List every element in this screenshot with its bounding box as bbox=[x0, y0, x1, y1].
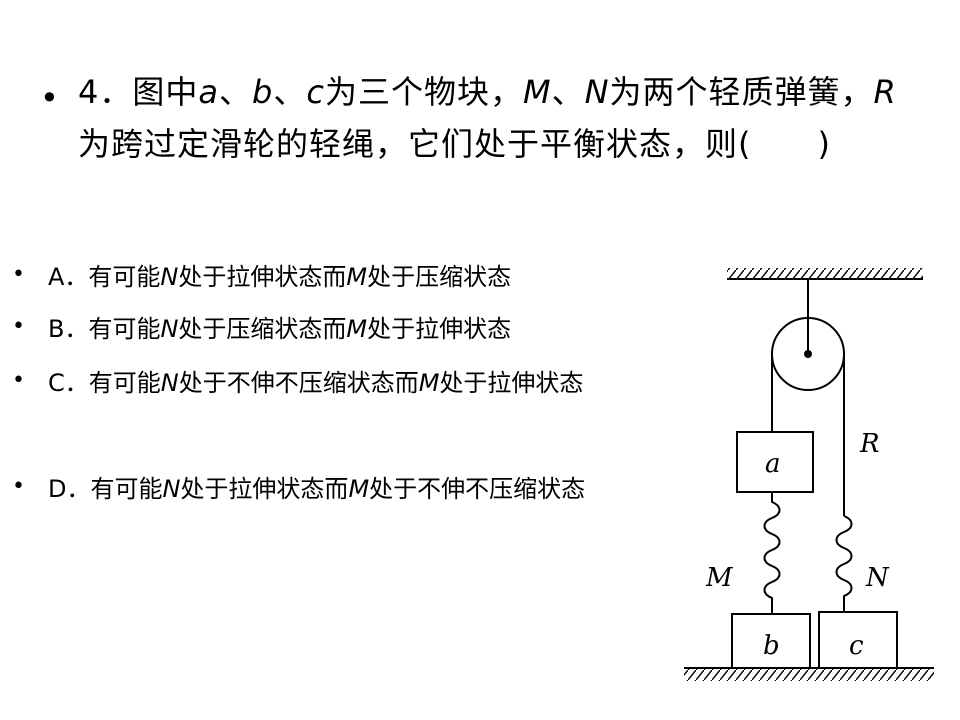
question-text: 4．图中a、b、c为三个物块，M、N为两个轻质弹簧，R为跨过定滑轮的轻绳，它们处… bbox=[78, 66, 898, 170]
option-text: 处于拉伸状态而 bbox=[180, 475, 349, 503]
question-sep: 、 bbox=[219, 73, 253, 111]
option-a: A．有可能N处于拉伸状态而M处于压缩状态 bbox=[48, 256, 668, 298]
block-a bbox=[736, 431, 814, 493]
pulley bbox=[771, 279, 845, 391]
label-b: b bbox=[763, 631, 780, 661]
option-bullet: • bbox=[12, 368, 25, 393]
question-number: 4． bbox=[78, 73, 133, 111]
var-N: N bbox=[584, 73, 610, 111]
block-c bbox=[818, 611, 898, 669]
option-text: C．有可能 bbox=[48, 369, 161, 397]
option-d: D．有可能N处于拉伸状态而M处于不伸不压缩状态 bbox=[48, 468, 663, 510]
var-N: N bbox=[162, 475, 181, 503]
option-text: D．有可能 bbox=[48, 475, 163, 503]
var-N: N bbox=[160, 369, 179, 397]
option-text: 处于拉伸状态而 bbox=[178, 263, 347, 291]
question-bullet: • bbox=[40, 79, 59, 117]
option-bullet: • bbox=[12, 314, 25, 339]
var-M: M bbox=[348, 475, 370, 503]
var-a: a bbox=[198, 73, 219, 111]
var-M: M bbox=[346, 263, 368, 291]
question-part: 为两个轻质弹簧， bbox=[609, 73, 874, 111]
spring-M bbox=[763, 492, 781, 614]
option-text: 处于压缩状态 bbox=[367, 263, 512, 291]
label-a: a bbox=[765, 449, 781, 479]
option-text: 处于拉伸状态 bbox=[439, 369, 584, 397]
option-text: B．有可能 bbox=[48, 315, 161, 343]
option-c: C．有可能N处于不伸不压缩状态而M处于拉伸状态 bbox=[48, 362, 663, 404]
var-N: N bbox=[160, 315, 179, 343]
ground bbox=[684, 667, 934, 681]
question-part: 为跨过定滑轮的轻绳，它们处于平衡状态，则( ) bbox=[78, 125, 831, 163]
label-R: R bbox=[859, 429, 880, 459]
var-M: M bbox=[418, 369, 440, 397]
var-R: R bbox=[873, 73, 897, 111]
var-c: c bbox=[306, 73, 325, 111]
block-b bbox=[731, 613, 811, 669]
option-bullet: • bbox=[12, 262, 25, 287]
var-M: M bbox=[522, 73, 552, 111]
var-N: N bbox=[160, 263, 179, 291]
option-text: 处于不伸不压缩状态而 bbox=[178, 369, 419, 397]
question-sep: 、 bbox=[551, 73, 585, 111]
rope-R bbox=[771, 354, 845, 516]
label-N: N bbox=[865, 563, 890, 593]
var-b: b bbox=[252, 73, 274, 111]
question-sep: 、 bbox=[273, 73, 307, 111]
option-text: 处于不伸不压缩状态 bbox=[369, 475, 586, 503]
option-text: A．有可能 bbox=[48, 263, 161, 291]
option-b: B．有可能N处于压缩状态而M处于拉伸状态 bbox=[48, 308, 668, 350]
ceiling bbox=[727, 268, 923, 280]
option-text: 处于压缩状态而 bbox=[178, 315, 347, 343]
label-c: c bbox=[849, 631, 864, 661]
option-bullet: • bbox=[12, 474, 25, 499]
spring-N bbox=[835, 515, 853, 612]
label-M: M bbox=[705, 563, 734, 593]
option-text: 处于拉伸状态 bbox=[367, 315, 512, 343]
var-M: M bbox=[346, 315, 368, 343]
question-part: 图中 bbox=[132, 73, 199, 111]
question-part: 为三个物块， bbox=[324, 73, 523, 111]
